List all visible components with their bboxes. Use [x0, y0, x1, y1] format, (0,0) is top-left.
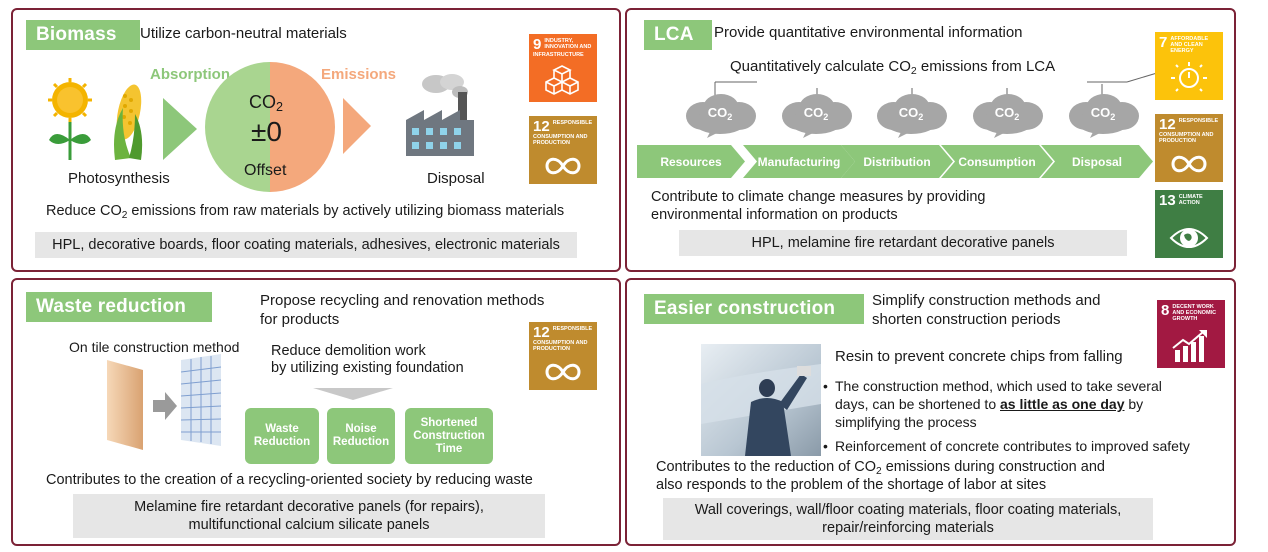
waste-description: Contributes to the creation of a recycli…: [46, 472, 533, 488]
lca-tag: LCA: [644, 20, 712, 50]
cloud-co2-text: CO2: [994, 105, 1020, 122]
down-triangle-connector: [313, 388, 393, 400]
co2-cloud-1: CO2: [681, 92, 759, 138]
sunflower-icon: [48, 78, 92, 160]
reduce-demolition-line2: by utilizing existing foundation: [271, 360, 464, 376]
co2-cloud-3: CO2: [872, 92, 950, 138]
co2-cloud-2: CO2: [777, 92, 855, 138]
biomass-subtitle: Utilize carbon-neutral materials: [140, 25, 347, 42]
bullet2-text: Reinforcement of concrete contributes to…: [835, 438, 1190, 454]
cloud-co2-text: CO2: [707, 105, 733, 122]
lca-description-line1: Contribute to climate change measures by…: [651, 189, 986, 205]
corn-icon: [114, 84, 143, 160]
infinity-icon: [545, 363, 581, 381]
cloud-co2-text: CO2: [1090, 105, 1116, 122]
waste-products-box: Melamine fire retardant decorative panel…: [73, 494, 545, 538]
absorption-label: Absorption: [150, 66, 230, 83]
waste-reduction-panel: Waste reduction Propose recycling and re…: [11, 278, 621, 546]
lca-products: HPL, melamine fire retardant decorative …: [751, 235, 1055, 251]
waste-subtitle-line2: for products: [260, 311, 340, 328]
sun-power-icon: [1171, 62, 1207, 92]
stage-distribution: Distribution: [841, 145, 953, 178]
cloud-co2-text: CO2: [803, 105, 829, 122]
circle-co2-label: CO2: [249, 92, 284, 114]
co2-offset-circle: [205, 62, 335, 192]
easier-construction-panel: Easier construction Simplify constructio…: [625, 278, 1236, 546]
biomass-panel: Biomass Utilize carbon-neutral materials…: [11, 8, 621, 272]
absorption-arrow: [163, 98, 197, 160]
highlight-one-day: as little as one day: [1000, 396, 1125, 412]
circle-pm-zero: ±0: [251, 116, 282, 147]
biomass-products: HPL, decorative boards, floor coating ma…: [52, 237, 560, 253]
waste-subtitle-line1: Propose recycling and renovation methods: [260, 292, 545, 309]
lca-panel: LCA Provide quantitative environmental i…: [625, 8, 1236, 272]
tile-construction-icon: [107, 354, 222, 450]
cubes-icon: [545, 65, 579, 95]
photosynthesis-label: Photosynthesis: [68, 170, 170, 187]
co2-cloud-5: CO2: [1064, 92, 1142, 138]
on-tile-label: On tile construction method: [69, 339, 240, 355]
easier-products-line2: repair/reinforcing materials: [822, 520, 994, 536]
infinity-icon: [1171, 155, 1207, 173]
lca-subtitle: Provide quantitative environmental infor…: [714, 24, 1023, 41]
biomass-description: Reduce CO2 emissions from raw materials …: [46, 203, 565, 221]
easier-products-box: Wall coverings, wall/floor coating mater…: [663, 498, 1153, 540]
co2-cloud-4: CO2: [968, 92, 1046, 138]
easier-description-line1: Contributes to the reduction of CO2 emis…: [656, 459, 1105, 477]
easier-tag: Easier construction: [644, 294, 864, 324]
infinity-icon: [545, 157, 581, 175]
stage-resources: Resources: [637, 145, 745, 178]
lca-calc-label: Quantitatively calculate CO2 emissions f…: [730, 58, 1056, 77]
resin-label: Resin to prevent concrete chips from fal…: [835, 348, 1123, 365]
waste-tag: Waste reduction: [26, 292, 212, 322]
easier-products-line1: Wall coverings, wall/floor coating mater…: [694, 502, 1122, 518]
bullet1-line2: days, can be shortened to as little as o…: [835, 396, 1144, 412]
stage-manufacturing: Manufacturing: [743, 145, 855, 178]
reduce-demolition-line1: Reduce demolition work: [271, 343, 426, 359]
eye-globe-icon: [1169, 228, 1209, 248]
emissions-arrow: [343, 98, 371, 154]
easier-description-line2: also responds to the problem of the shor…: [656, 477, 1047, 493]
worker-photo: [701, 344, 821, 456]
stage-disposal: Disposal: [1041, 145, 1153, 178]
stage-consumption: Consumption: [941, 145, 1053, 178]
waste-products-line1: Melamine fire retardant decorative panel…: [134, 499, 484, 515]
bullet1-line1: The construction method, which used to t…: [835, 378, 1162, 394]
lca-products-box: HPL, melamine fire retardant decorative …: [679, 230, 1127, 256]
lca-description-line2: environmental information on products: [651, 207, 898, 223]
bullet1: •: [823, 378, 828, 394]
biomass-tag: Biomass: [26, 20, 140, 50]
emissions-label: Emissions: [321, 66, 397, 83]
circle-offset-label: Offset: [244, 162, 287, 179]
factory-icon: [406, 74, 474, 156]
easier-subtitle-line2: shorten construction periods: [872, 311, 1061, 328]
waste-products-line2: multifunctional calcium silicate panels: [188, 517, 430, 533]
bullet2: •: [823, 438, 828, 454]
disposal-label: Disposal: [427, 170, 485, 187]
easier-subtitle-line1: Simplify construction methods and: [872, 292, 1101, 309]
bullet1-line3: simplifying the process: [835, 414, 977, 430]
growth-chart-icon: [1172, 330, 1207, 362]
biomass-products-box: HPL, decorative boards, floor coating ma…: [35, 232, 577, 258]
cloud-co2-text: CO2: [898, 105, 924, 122]
